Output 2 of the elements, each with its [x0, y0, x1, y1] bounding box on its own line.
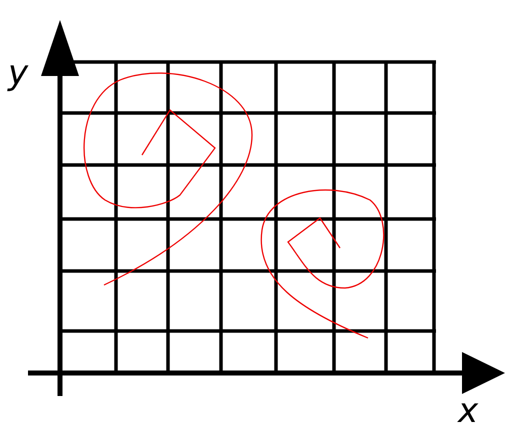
axis-label: x: [458, 394, 478, 428]
axis-label: y: [8, 56, 28, 90]
